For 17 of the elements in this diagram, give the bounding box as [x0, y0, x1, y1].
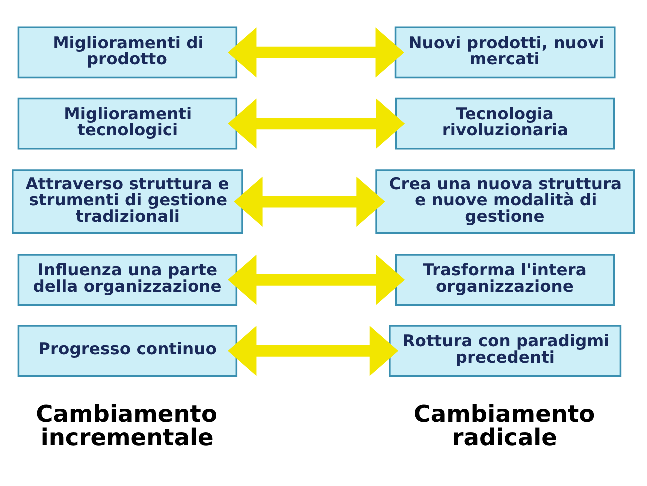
- node-box: Nuovi prodotti, nuovi mercati: [394, 26, 616, 79]
- label: Cambiamento radicale: [414, 401, 596, 452]
- node-box: Miglioramenti tecnologici: [18, 98, 238, 150]
- node-box: Tecnologia rivoluzionaria: [395, 98, 616, 150]
- arrow: [228, 28, 404, 78]
- node-box: Rottura con paradigmi precedenti: [389, 325, 622, 378]
- node-box: Miglioramenti di prodotto: [18, 26, 238, 79]
- node-box: Crea una nuova struttura e nuove modalità di gestione: [376, 170, 635, 234]
- node-box: Trasforma l'intera organizzazione: [395, 254, 616, 306]
- arrow: [228, 254, 406, 306]
- arrow: [234, 176, 386, 227]
- label: Cambiamento incrementale: [36, 401, 218, 452]
- node-box: Influenza una parte della organizzazione: [18, 254, 238, 306]
- arrow: [228, 326, 399, 376]
- node-box: Progresso continuo: [18, 325, 238, 378]
- node-box: Attraverso struttura e strumenti di gestione tradizionali: [12, 170, 244, 234]
- arrow: [228, 98, 406, 149]
